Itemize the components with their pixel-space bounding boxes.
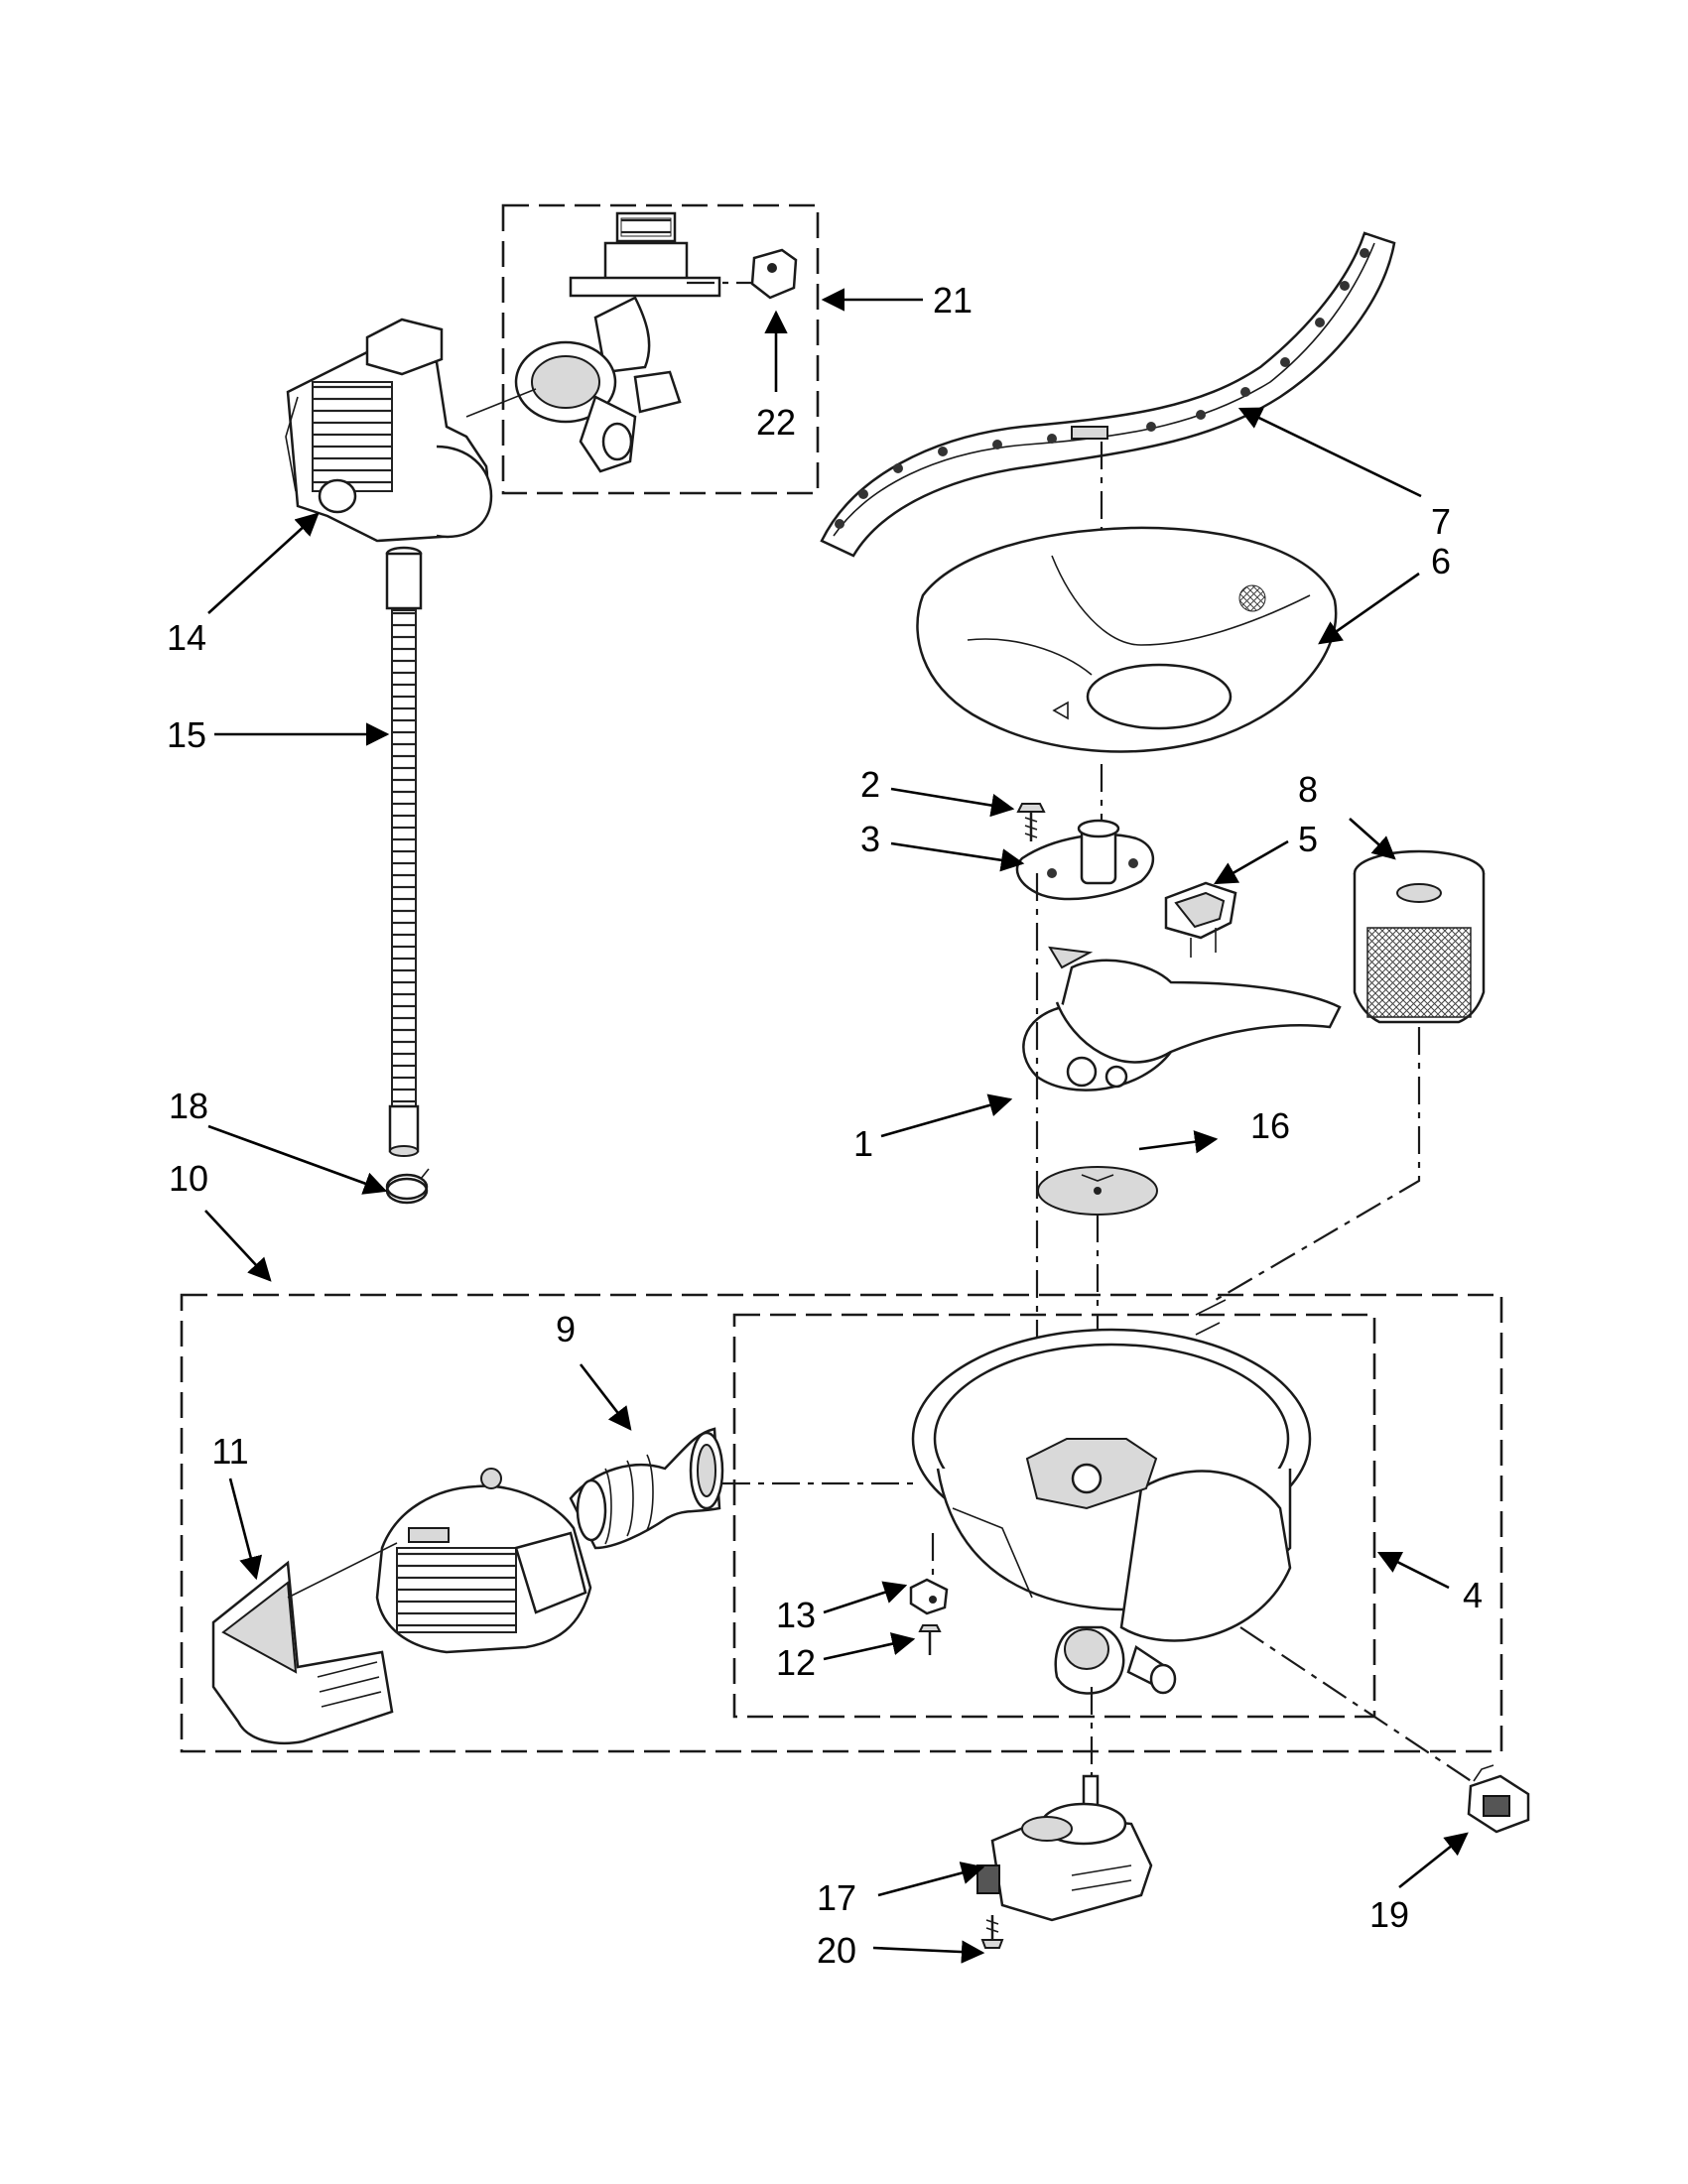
wash-arm-shield — [916, 526, 1338, 753]
callout-18: 18 — [169, 1086, 208, 1126]
sensor-part-19 — [1467, 1764, 1530, 1834]
assembly-box-21 — [501, 203, 820, 495]
dash-4-19 — [1239, 1626, 1480, 1787]
drain-pump-part-14 — [285, 318, 493, 543]
hub-part-3 — [1015, 819, 1155, 901]
dash-14-21 — [465, 388, 537, 418]
callout-2: 2 — [860, 764, 880, 805]
callout-7: 7 — [1431, 501, 1451, 542]
manifold-part-1 — [1022, 946, 1342, 1092]
callout-6: 6 — [1431, 541, 1451, 581]
screw-part-2 — [1016, 803, 1046, 841]
callout-9: 9 — [556, 1309, 576, 1349]
sump-part-4 — [911, 1299, 1312, 1695]
drain-assembly-part-21 — [514, 211, 721, 473]
filter-part-8 — [1353, 849, 1486, 1024]
callout-14: 14 — [167, 617, 206, 658]
callout-labels: 1 2 3 4 5 6 7 8 9 10 11 12 13 14 15 16 1… — [167, 280, 1483, 1971]
screw-part-20 — [980, 1915, 1004, 1949]
callout-4: 4 — [1463, 1575, 1483, 1615]
spray-arm — [820, 231, 1396, 558]
callout-10: 10 — [169, 1158, 208, 1199]
callout-13: 13 — [776, 1595, 816, 1635]
callout-20: 20 — [817, 1930, 856, 1971]
dash-8-4 — [1215, 1027, 1421, 1301]
leader-arrows — [204, 288, 1469, 1964]
screw-part-12 — [918, 1624, 942, 1655]
callout-17: 17 — [817, 1877, 856, 1918]
drain-hose-part-15 — [385, 546, 423, 1157]
callout-12: 12 — [776, 1642, 816, 1683]
assembly-box-10 — [180, 1293, 1503, 1753]
callout-1: 1 — [853, 1123, 873, 1164]
callout-8: 8 — [1298, 769, 1318, 810]
callout-22: 22 — [756, 402, 796, 443]
callout-15: 15 — [167, 714, 206, 755]
bracket-part-13 — [909, 1578, 949, 1615]
clamp-part-18 — [385, 1168, 430, 1205]
callout-5: 5 — [1298, 819, 1318, 859]
disc-part-16 — [1037, 1166, 1158, 1216]
cover-part-11 — [211, 1560, 394, 1745]
callout-11: 11 — [211, 1431, 248, 1472]
callout-19: 19 — [1369, 1894, 1409, 1935]
callout-16: 16 — [1250, 1105, 1290, 1146]
diverter-motor-part-17 — [976, 1774, 1153, 1922]
leader-11 — [287, 1542, 398, 1599]
callout-21: 21 — [933, 280, 973, 321]
callout-3: 3 — [860, 819, 880, 859]
hose-part-9 — [569, 1427, 724, 1550]
assembly-box-4 — [732, 1313, 1376, 1719]
pump-motor — [375, 1468, 592, 1654]
clip-part-5 — [1164, 881, 1237, 958]
clip-part-22 — [750, 248, 798, 300]
